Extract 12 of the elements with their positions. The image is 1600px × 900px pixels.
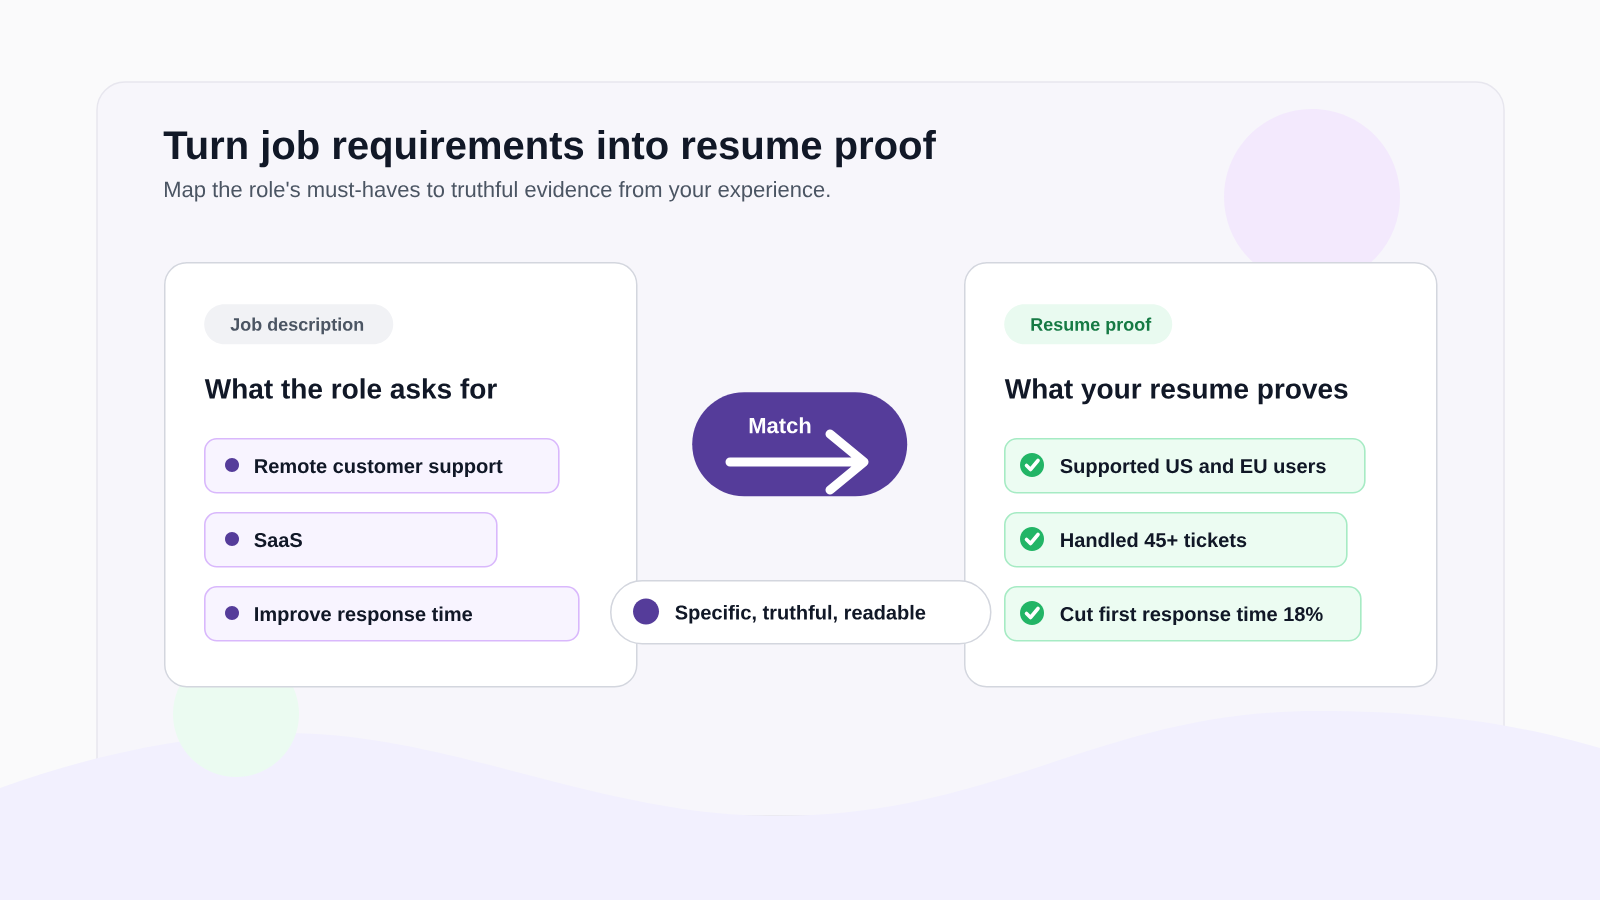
requirement-chip: SaaS xyxy=(204,512,498,568)
evidence-chip: Supported US and EU users xyxy=(1004,438,1366,494)
evidence-chip: Handled 45+ tickets xyxy=(1004,512,1348,568)
requirement-chip: Improve response time xyxy=(204,586,580,642)
category-tag: Job description xyxy=(204,304,394,345)
requirement-chip: Remote customer support xyxy=(204,438,560,494)
category-tag: Resume proof xyxy=(1004,304,1173,345)
summary-pill: Specific, truthful, readable xyxy=(610,580,992,645)
title: Turn job requirements into resume proof xyxy=(163,130,936,168)
evidence-chip: Cut first response time 18% xyxy=(1004,586,1362,642)
subtitle: Map the role's must-haves to truthful evidence from your experience. xyxy=(165,181,830,202)
match-button: Match xyxy=(692,392,908,497)
